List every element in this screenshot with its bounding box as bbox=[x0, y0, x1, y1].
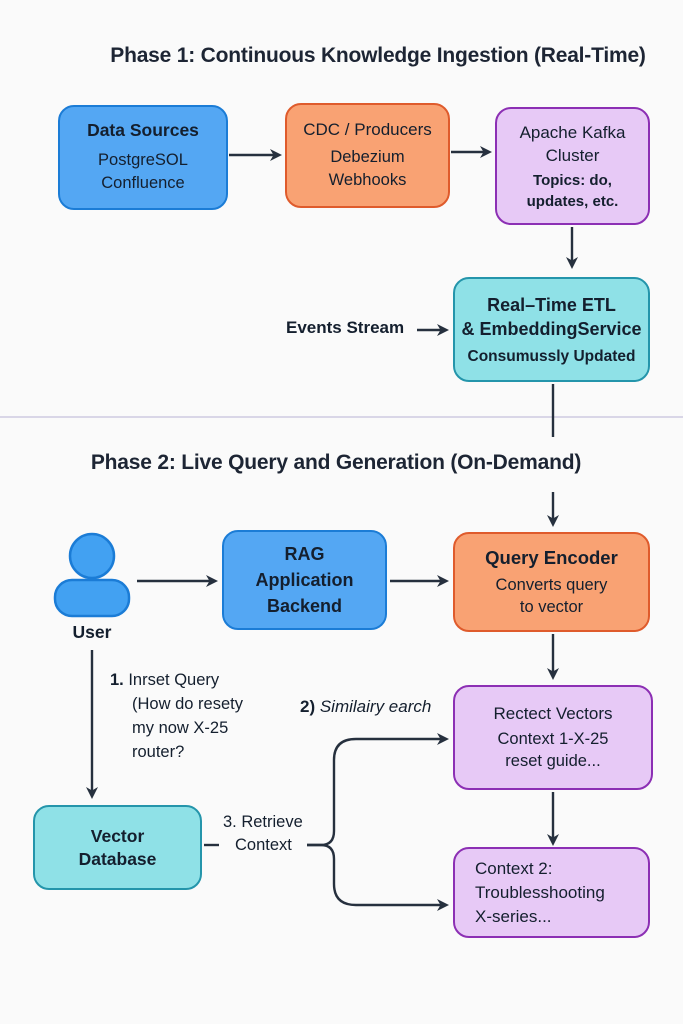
node-subtext: Debezium bbox=[330, 148, 405, 167]
node-subtext: Context 2: bbox=[475, 858, 553, 878]
step1-line4: router? bbox=[132, 743, 185, 761]
node-kafka-cluster: Apache Kafka Cluster Topics: do, updates… bbox=[495, 107, 650, 225]
node-title: Database bbox=[78, 848, 157, 869]
node-title: Apache Kafka bbox=[519, 122, 626, 142]
node-realtime-etl: Real–Time ETL & EmbeddingService Consumu… bbox=[453, 277, 650, 382]
node-rag-backend: RAG Application Backend bbox=[222, 530, 387, 630]
step1-number: 1. bbox=[110, 671, 124, 689]
phase2-title: Phase 2: Live Query and Generation (On-D… bbox=[90, 451, 582, 474]
step1-line2: (How do resety bbox=[132, 695, 243, 713]
arrow-retrieve-to-context2 bbox=[307, 843, 449, 911]
phase-divider-line bbox=[0, 416, 683, 418]
node-title: CDC / Producers bbox=[303, 119, 432, 139]
node-cdc-producers: CDC / Producers Debezium Webhooks bbox=[285, 103, 450, 208]
step2-number: 2) bbox=[300, 697, 316, 716]
node-title: Rectect Vectors bbox=[493, 703, 613, 723]
node-subtext: to vector bbox=[519, 597, 584, 616]
node-subtext: PostgreSOL bbox=[98, 150, 188, 169]
node-subtext: Confluence bbox=[101, 173, 185, 192]
step3-line1: 3. Retrieve bbox=[223, 813, 303, 831]
node-title: & EmbeddingService bbox=[461, 318, 642, 339]
node-title: Backend bbox=[266, 596, 343, 616]
node-vector-database: Vector Database bbox=[33, 805, 202, 890]
user-label: User bbox=[72, 622, 112, 642]
node-context-2: Context 2: Troublesshooting X-series... bbox=[453, 847, 650, 938]
node-title: Data Sources bbox=[87, 120, 199, 141]
step2-text: Similairy earch bbox=[315, 697, 432, 716]
node-title: Cluster bbox=[545, 145, 600, 165]
node-title: Real–Time ETL bbox=[487, 294, 616, 315]
events-stream-label: Events Stream bbox=[286, 318, 405, 337]
node-subtext: X-series... bbox=[475, 906, 552, 926]
phase1-title: Phase 1: Continuous Knowledge Ingestion … bbox=[110, 44, 646, 67]
step1-annotation: 1. Inrset Query (How do resety my now X-… bbox=[110, 668, 243, 764]
node-title: Query Encoder bbox=[485, 547, 618, 569]
node-subtext: Consumussly Updated bbox=[467, 347, 636, 365]
node-subtext: Troublesshooting bbox=[475, 882, 605, 902]
node-subtext: Converts query bbox=[495, 575, 608, 594]
user-icon bbox=[53, 532, 131, 618]
step2-annotation: 2) Similairy earch bbox=[300, 695, 431, 719]
node-subtext: Webhooks bbox=[328, 171, 407, 190]
node-subtext: Topics: do, bbox=[533, 171, 612, 189]
node-subtext: reset guide... bbox=[505, 752, 601, 771]
node-title: Application bbox=[255, 570, 354, 590]
step1-text: Inrset Query bbox=[123, 671, 220, 689]
step3-annotation: 3. Retrieve Context bbox=[223, 811, 303, 857]
arrow-retrieve-to-vectors bbox=[307, 733, 449, 847]
node-subtext: Context 1-X-25 bbox=[497, 730, 609, 749]
node-subtext: updates, etc. bbox=[526, 192, 619, 210]
node-query-encoder: Query Encoder Converts query to vector bbox=[453, 532, 650, 632]
node-title: Vector bbox=[90, 825, 145, 846]
node-title: RAG bbox=[284, 544, 325, 564]
step3-line2: Context bbox=[235, 836, 292, 854]
step1-line3: my now X-25 bbox=[132, 719, 229, 737]
node-retrieved-vectors: Rectect Vectors Context 1-X-25 reset gui… bbox=[453, 685, 653, 790]
node-data-sources: Data Sources PostgreSOL Confluence bbox=[58, 105, 228, 210]
